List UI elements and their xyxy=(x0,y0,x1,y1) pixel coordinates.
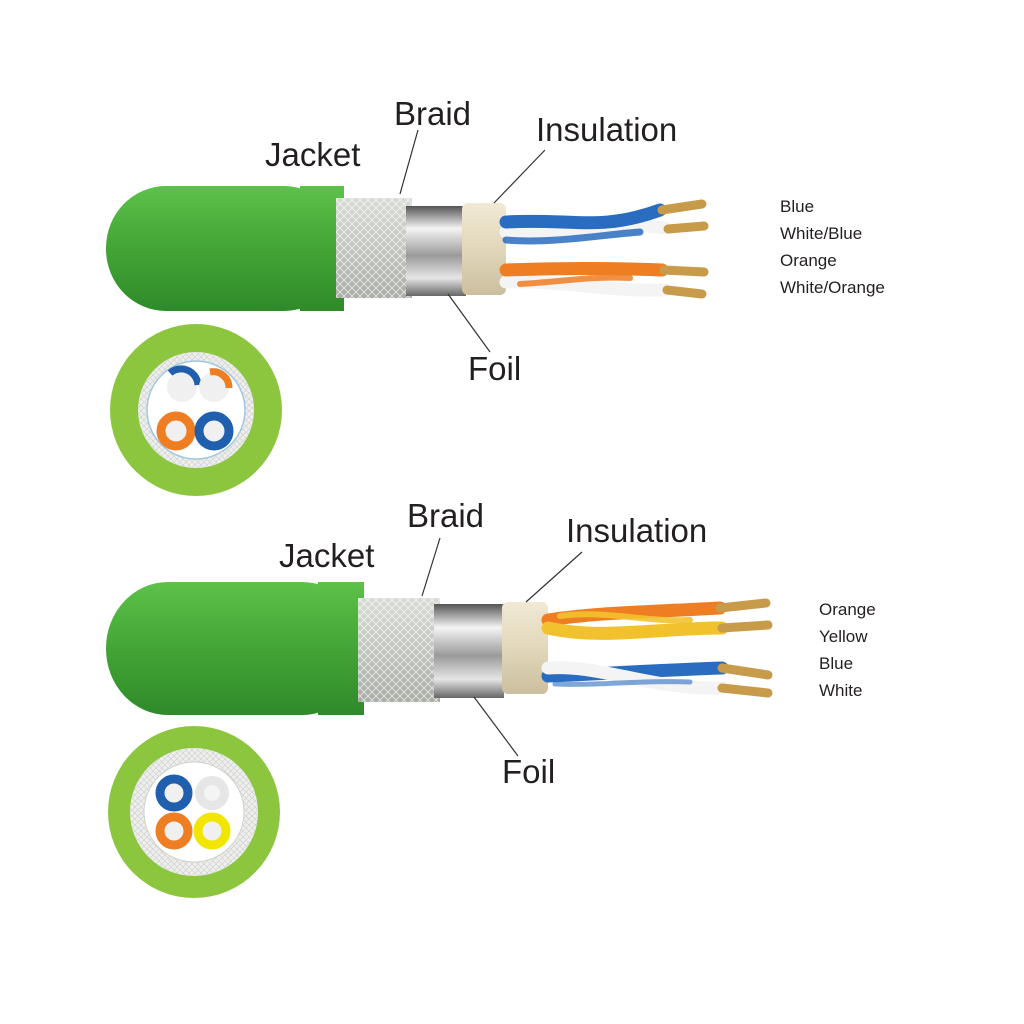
jacket-label-2: Jacket xyxy=(279,537,375,574)
wire-legend-1-item: White/Blue xyxy=(780,224,863,243)
foil-label-1: Foil xyxy=(468,350,522,387)
insulation-label-1: Insulation xyxy=(536,111,678,148)
wire-legend-2-item: Blue xyxy=(819,654,854,673)
cross-section-1 xyxy=(110,324,282,496)
wire-white-2 xyxy=(541,661,729,695)
braid-label-1: Braid xyxy=(394,95,472,132)
wire-legend-1-item: White/Orange xyxy=(780,278,885,297)
foil-2 xyxy=(434,604,504,698)
insulation-ring-2 xyxy=(502,602,548,694)
cable-2 xyxy=(106,537,773,757)
cross-section-2-orange xyxy=(155,812,193,850)
cross-section-2 xyxy=(108,726,280,898)
wire-legend-1: Blue White/Blue Orange White/Orange xyxy=(780,193,885,301)
cross-section-2-yellow xyxy=(193,812,231,850)
jacket-2-end xyxy=(318,582,364,715)
copper-2d xyxy=(717,683,773,698)
braid-2-leader xyxy=(421,537,441,597)
foil-label-2: Foil xyxy=(502,753,556,790)
foil-1-leader xyxy=(447,293,491,353)
copper-2c xyxy=(717,663,773,680)
foil-1 xyxy=(406,206,466,296)
wire-legend-2: Orange Yellow Blue White xyxy=(819,596,876,704)
wire-legend-1-item: Blue xyxy=(780,197,815,216)
braid-label-2: Braid xyxy=(407,497,485,534)
wire-legend-1-item: Orange xyxy=(780,251,837,270)
copper-2b xyxy=(717,620,773,633)
cable-1 xyxy=(106,129,709,353)
wire-blue-1 xyxy=(499,203,667,230)
wire-legend-2-item: Yellow xyxy=(819,627,868,646)
insulation-label-2: Insulation xyxy=(566,512,708,549)
copper-1b xyxy=(663,221,709,234)
cross-section-1-orange xyxy=(156,411,196,451)
jacket-2 xyxy=(106,582,364,715)
copper-1c xyxy=(659,265,709,277)
jacket-label-1: Jacket xyxy=(265,136,361,173)
insulation-2-leader xyxy=(525,551,583,603)
insulation-1-leader xyxy=(493,149,546,204)
wire-orange-1 xyxy=(499,262,669,277)
cross-section-2-blue xyxy=(155,774,193,812)
jacket-1 xyxy=(106,186,344,311)
foil-2-leader xyxy=(473,696,519,757)
braid-1-leader xyxy=(399,129,419,195)
insulation-ring-1 xyxy=(462,203,506,295)
cross-section-1-blue xyxy=(194,411,234,451)
wire-legend-2-item: Orange xyxy=(819,600,876,619)
copper-1a xyxy=(657,199,707,215)
wire-yellow-2 xyxy=(541,621,729,640)
wire-legend-2-item: White xyxy=(819,681,863,700)
copper-2a xyxy=(715,598,771,613)
copper-1d xyxy=(662,285,707,299)
